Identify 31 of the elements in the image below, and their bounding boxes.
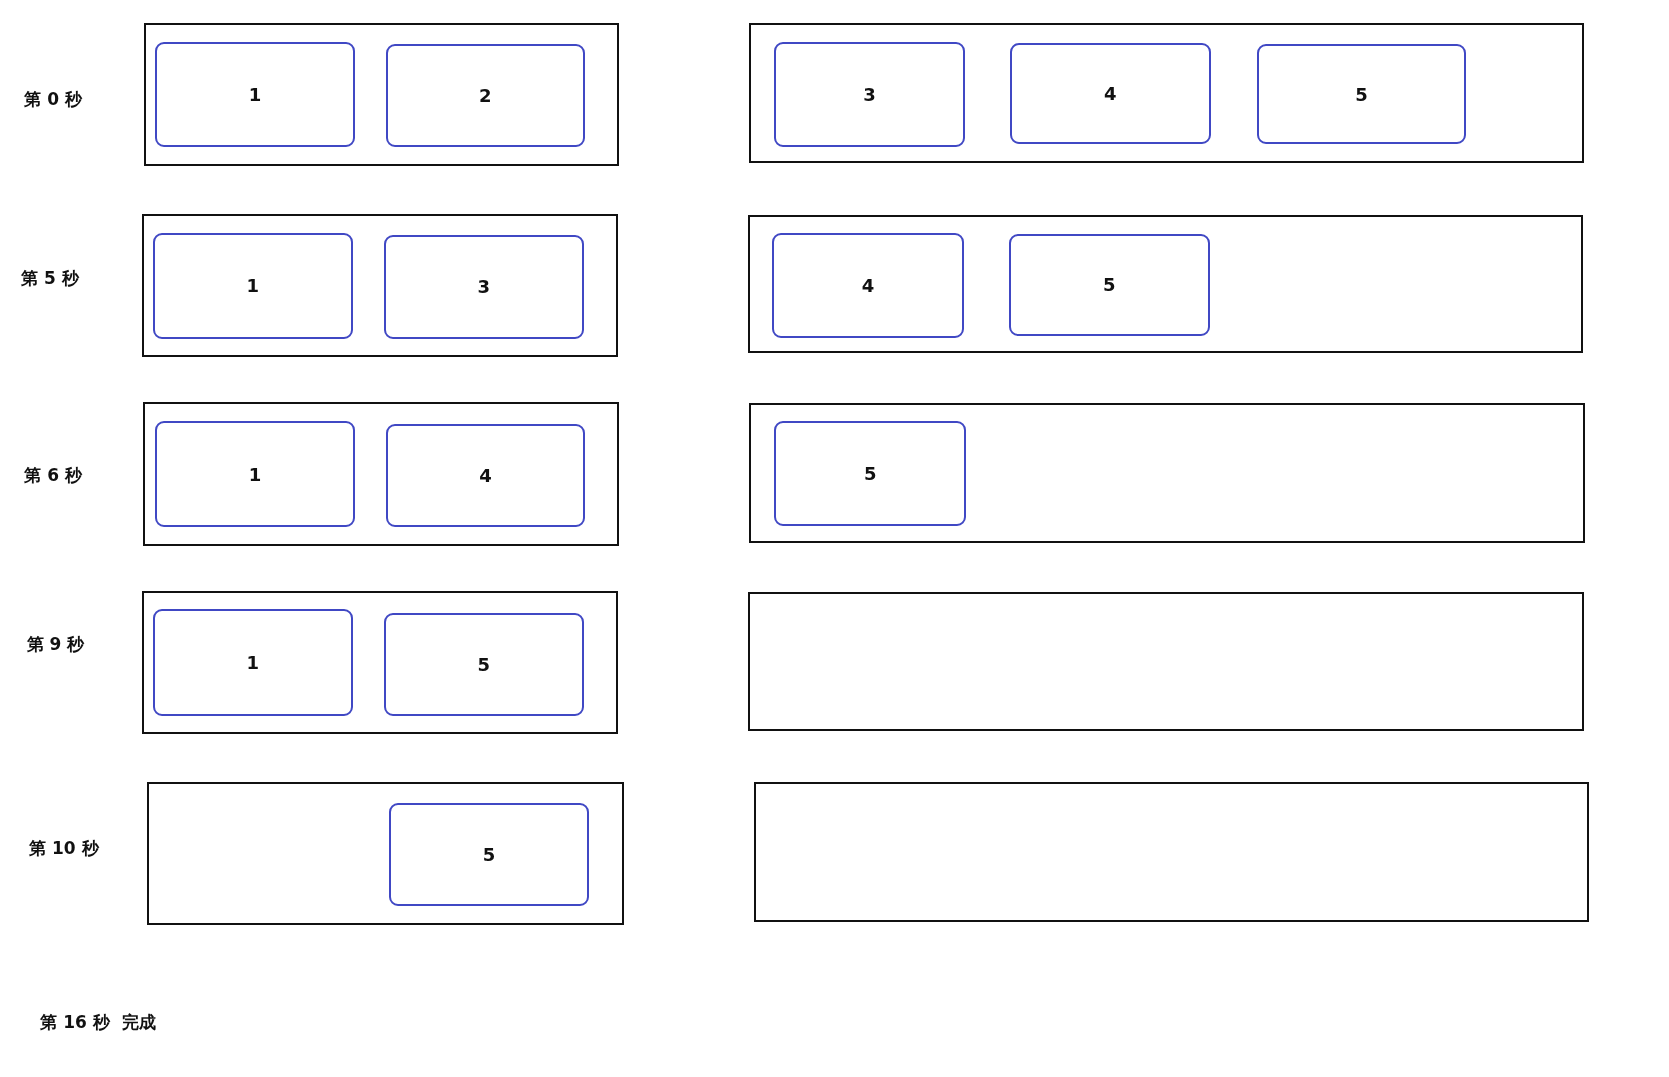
time-label: 第 0 秒 (24, 87, 83, 111)
task-box: 3 (774, 42, 965, 148)
task-box: 4 (385, 424, 585, 528)
queue-box (141, 590, 619, 735)
time-label: 第 5 秒 (21, 266, 79, 290)
queue-box (141, 213, 619, 357)
time-label: 第 16 秒 完成 (40, 1010, 156, 1034)
queue-box (748, 215, 1583, 354)
time-label: 第 10 秒 (29, 836, 99, 860)
time-label: 第 6 秒 (24, 463, 83, 487)
task-box: 2 (385, 44, 585, 148)
queue-box (748, 591, 1584, 732)
queue-box (143, 23, 620, 167)
task-box: 5 (383, 612, 584, 716)
task-box: 5 (1008, 233, 1210, 336)
queue-box (749, 403, 1585, 543)
task-box: 1 (154, 42, 355, 148)
task-box: 1 (152, 609, 353, 716)
queue-box (749, 23, 1584, 163)
queue-box (142, 402, 620, 547)
task-box: 4 (772, 232, 964, 338)
task-box: 3 (383, 234, 584, 340)
task-box: 1 (152, 232, 353, 340)
task-box: 4 (1009, 43, 1211, 145)
task-box: 5 (774, 421, 966, 527)
task-box: 1 (154, 421, 355, 528)
task-box: 5 (389, 803, 590, 907)
time-label: 第 9 秒 (26, 632, 85, 656)
queue-box (146, 782, 624, 925)
queue-box (753, 782, 1590, 922)
task-box: 5 (1256, 44, 1467, 145)
